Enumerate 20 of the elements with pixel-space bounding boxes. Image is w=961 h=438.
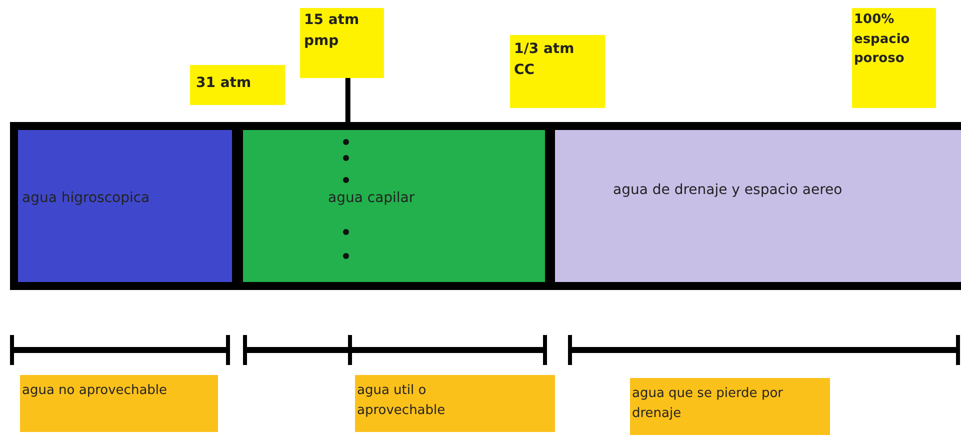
range-box xyxy=(20,375,218,432)
range-label: agua util o aprovechable xyxy=(357,382,446,420)
zone-band xyxy=(18,130,232,282)
value-label: 15 atm pmp xyxy=(304,11,360,51)
value-label: 1/3 atm CC xyxy=(514,40,576,80)
value-box xyxy=(190,65,285,105)
value-box xyxy=(510,35,605,108)
range-label: agua que se pierde por drenaje xyxy=(632,385,784,422)
value-label: 31 atm xyxy=(196,74,252,93)
zone-label: agua capilar xyxy=(328,189,416,208)
value-box xyxy=(300,8,384,78)
range-box xyxy=(630,378,830,435)
range-box xyxy=(355,375,555,432)
zone-label: agua higroscopica xyxy=(22,189,151,208)
zone-band xyxy=(555,130,961,282)
range-label: agua no aprovechable xyxy=(22,382,168,400)
zone-label: agua de drenaje y espacio aereo xyxy=(613,181,844,200)
zone-band xyxy=(243,130,545,282)
value-box xyxy=(852,8,936,108)
value-label: 100% espacio poroso xyxy=(854,11,911,68)
